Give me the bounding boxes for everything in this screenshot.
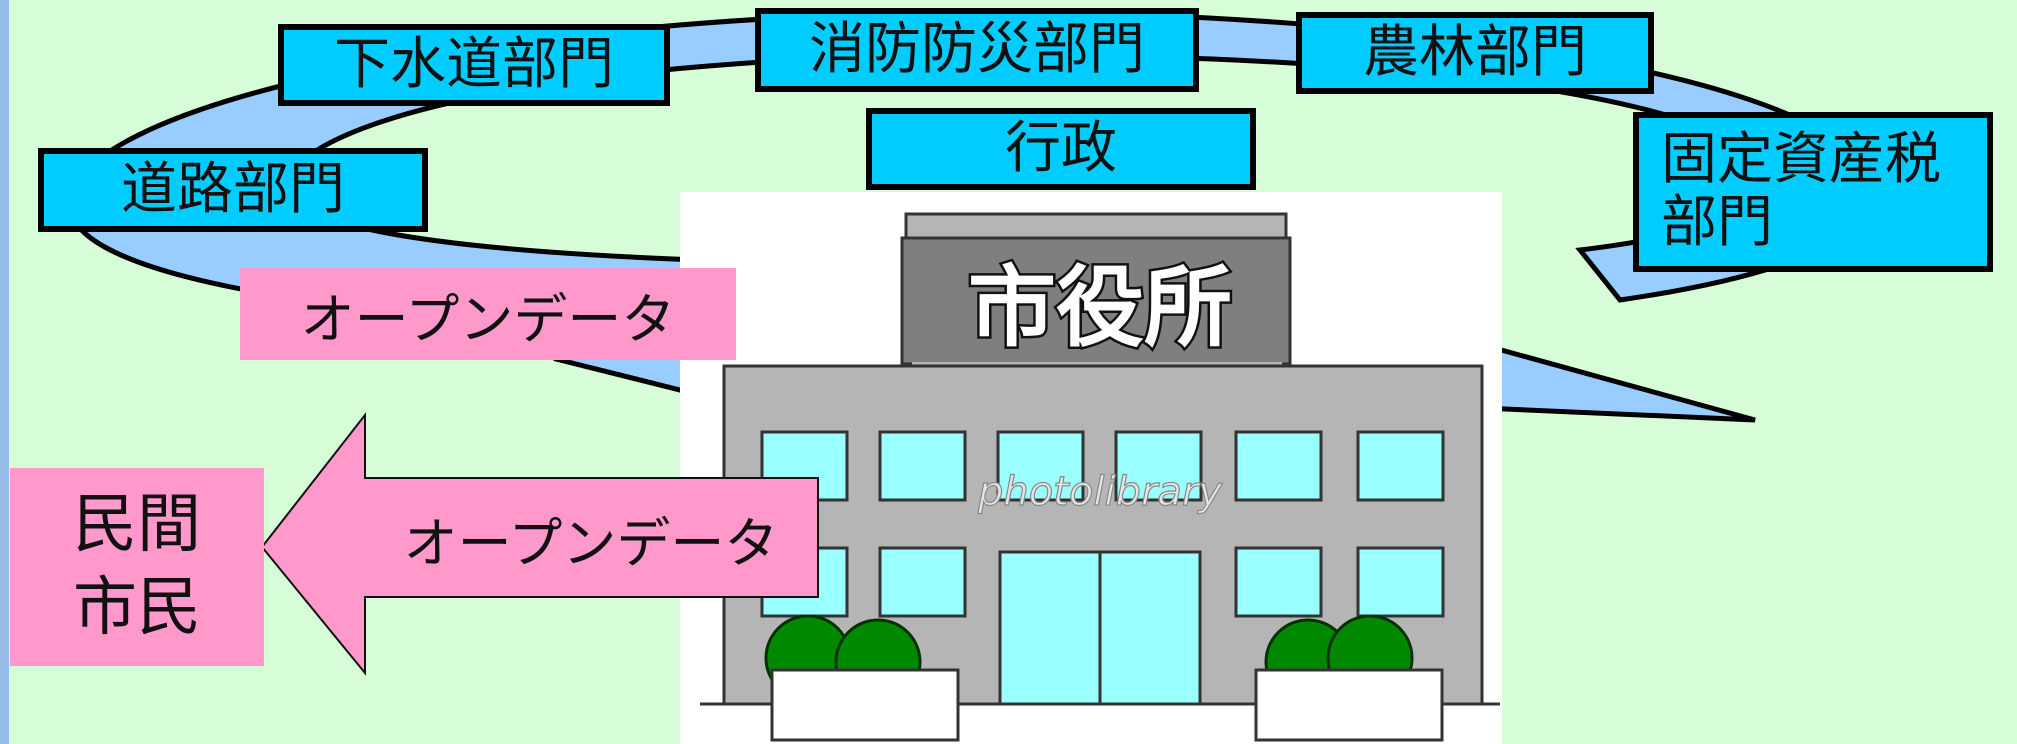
open-data-label-top: オープンデータ [240, 268, 736, 360]
private-citizens-box: 民間 市民 [10, 468, 264, 666]
dept-fire-disaster: 消防防災部門 [755, 8, 1199, 92]
planter-left [764, 614, 960, 742]
dept-agriculture: 農林部門 [1296, 12, 1654, 94]
private-label: 民間 [73, 487, 201, 562]
photolibrary-watermark: photolibrary [977, 469, 1223, 515]
planter-right [1254, 614, 1444, 742]
city-hall-sign: 市役所 [968, 256, 1232, 359]
dept-administration: 行政 [866, 108, 1256, 190]
citizens-label: 市民 [73, 571, 201, 645]
dept-road: 道路部門 [38, 148, 428, 232]
dept-property-tax-line2: 部門 [1661, 190, 1773, 255]
slide-edge-bar [0, 0, 9, 744]
dept-sewer: 下水道部門 [278, 24, 670, 106]
dept-property-tax: 固定資産税 部門 [1633, 112, 1993, 272]
dept-property-tax-line1: 固定資産税 [1661, 127, 1941, 193]
open-data-label-arrow: オープンデータ [403, 511, 779, 575]
